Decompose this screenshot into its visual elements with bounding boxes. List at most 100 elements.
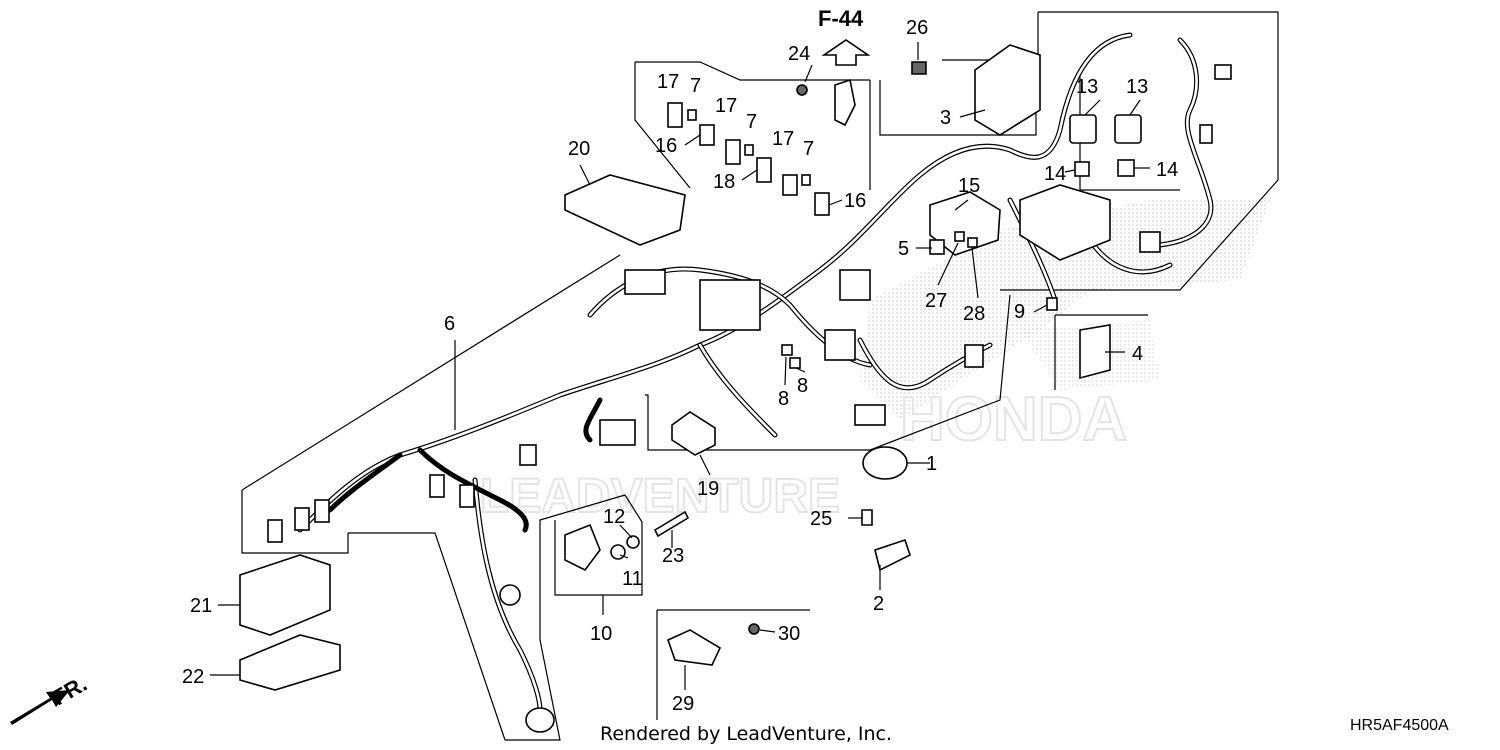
grommet-lower <box>525 707 555 733</box>
ignition-coil <box>862 446 908 480</box>
connector-8a <box>781 344 793 356</box>
diagram-code: HR5AF4500A <box>1350 717 1449 734</box>
bolt-23 <box>653 510 690 538</box>
callout-30: 30 <box>778 623 800 645</box>
relay-13b <box>1114 114 1142 144</box>
callout-17b: 17 <box>715 95 737 117</box>
callout-26: 26 <box>906 17 928 39</box>
callout-2: 2 <box>873 593 884 615</box>
bolt-24 <box>796 84 808 96</box>
callout-7a: 7 <box>690 75 701 97</box>
main-fuse-box <box>1019 184 1111 261</box>
relay-13a <box>1069 114 1097 144</box>
callout-15: 15 <box>958 175 980 197</box>
callout-18: 18 <box>713 171 735 193</box>
callout-14b: 14 <box>1156 159 1178 181</box>
relay-17a <box>667 102 683 128</box>
harness-connector-m <box>519 444 537 466</box>
callout-3: 3 <box>940 107 951 129</box>
callout-21: 21 <box>190 595 212 617</box>
part-4 <box>1079 324 1111 380</box>
relay-16b <box>814 192 830 216</box>
callout-7b: 7 <box>746 111 757 133</box>
harness-connector-j <box>964 344 984 368</box>
callout-5: 5 <box>898 238 909 260</box>
callout-17c: 17 <box>772 128 794 150</box>
footer-credit: Rendered by LeadVenture, Inc. <box>600 723 892 745</box>
callout-4: 4 <box>1132 343 1143 365</box>
front-label: FR. <box>48 671 91 710</box>
connector-10 <box>564 523 601 572</box>
callout-25: 25 <box>810 508 832 530</box>
callout-23: 23 <box>662 545 684 567</box>
part-5 <box>929 239 945 255</box>
fuse-box-21 <box>239 554 331 636</box>
bolt-30 <box>748 623 760 635</box>
callout-16a: 16 <box>655 135 677 157</box>
connector-14b <box>1117 159 1135 177</box>
callout-12: 12 <box>603 506 625 528</box>
callout-19: 19 <box>697 478 719 500</box>
callout-17a: 17 <box>657 71 679 93</box>
relay-16a <box>699 124 715 146</box>
callout-10: 10 <box>590 623 612 645</box>
callout-14a: 14 <box>1044 163 1066 185</box>
harness-connector-h <box>824 329 856 361</box>
connector-14a <box>1074 161 1090 177</box>
connector-8b <box>789 357 801 369</box>
callout-8a: 8 <box>778 388 789 410</box>
callout-11: 11 <box>622 568 643 590</box>
relay-17b <box>725 139 741 165</box>
harness-connector-c <box>314 499 330 523</box>
harness-connector-f <box>624 269 666 295</box>
ecu-module <box>974 44 1041 136</box>
harness-connector-d <box>429 474 445 498</box>
bolt-25 <box>861 509 873 526</box>
callout-16b: 16 <box>844 190 866 212</box>
watermark-dealer: LEADVENTURE <box>480 470 840 523</box>
callout-20: 20 <box>568 138 590 160</box>
harness-connector-l <box>599 419 636 446</box>
callout-1: 1 <box>926 453 937 475</box>
watermark-brand: HONDA <box>900 385 1127 454</box>
bolt-26 <box>911 61 927 75</box>
part-9 <box>1046 297 1058 311</box>
callout-29: 29 <box>672 693 694 715</box>
part-28 <box>967 237 978 248</box>
callout-6: 6 <box>444 313 455 335</box>
harness-connector-o <box>1139 231 1161 253</box>
f44-label: F-44 <box>818 6 864 31</box>
spark-plug-cap <box>874 538 911 572</box>
grommet-11 <box>610 544 626 560</box>
callout-9: 9 <box>1014 301 1025 323</box>
f44-reference-arrow: F-44 <box>818 6 871 66</box>
reference-outlines <box>241 11 1279 741</box>
bracket-29 <box>667 629 722 666</box>
fuse-7a <box>687 109 697 121</box>
harness-connector-b <box>294 507 310 531</box>
cover-22 <box>239 634 341 691</box>
harness-connector-a <box>267 519 283 543</box>
leader-lines <box>210 42 1150 690</box>
callout-22: 22 <box>182 666 204 688</box>
callout-8b: 8 <box>797 375 808 397</box>
module-15 <box>929 191 1001 256</box>
callout-24: 24 <box>788 43 810 65</box>
callout-13b: 13 <box>1126 76 1148 98</box>
fuse-7b <box>744 144 754 156</box>
harness-connector-i <box>839 269 871 301</box>
harness-connector-n <box>1199 124 1213 144</box>
harness-connector-p <box>1214 64 1232 80</box>
harness-connector-g <box>699 279 761 331</box>
callout-28: 28 <box>963 303 985 325</box>
callout-labels: 1 2 3 4 5 6 7 7 7 8 8 9 10 11 12 13 13 1… <box>182 17 1178 715</box>
front-direction-arrow: FR. <box>10 671 91 725</box>
relay-18 <box>756 157 772 183</box>
fuse-box-cover <box>564 174 686 246</box>
connector-19 <box>671 411 716 456</box>
relay-17c <box>782 174 798 196</box>
callout-27: 27 <box>925 290 947 312</box>
harness-connector-e <box>459 484 475 508</box>
grommet-mid <box>499 584 521 606</box>
